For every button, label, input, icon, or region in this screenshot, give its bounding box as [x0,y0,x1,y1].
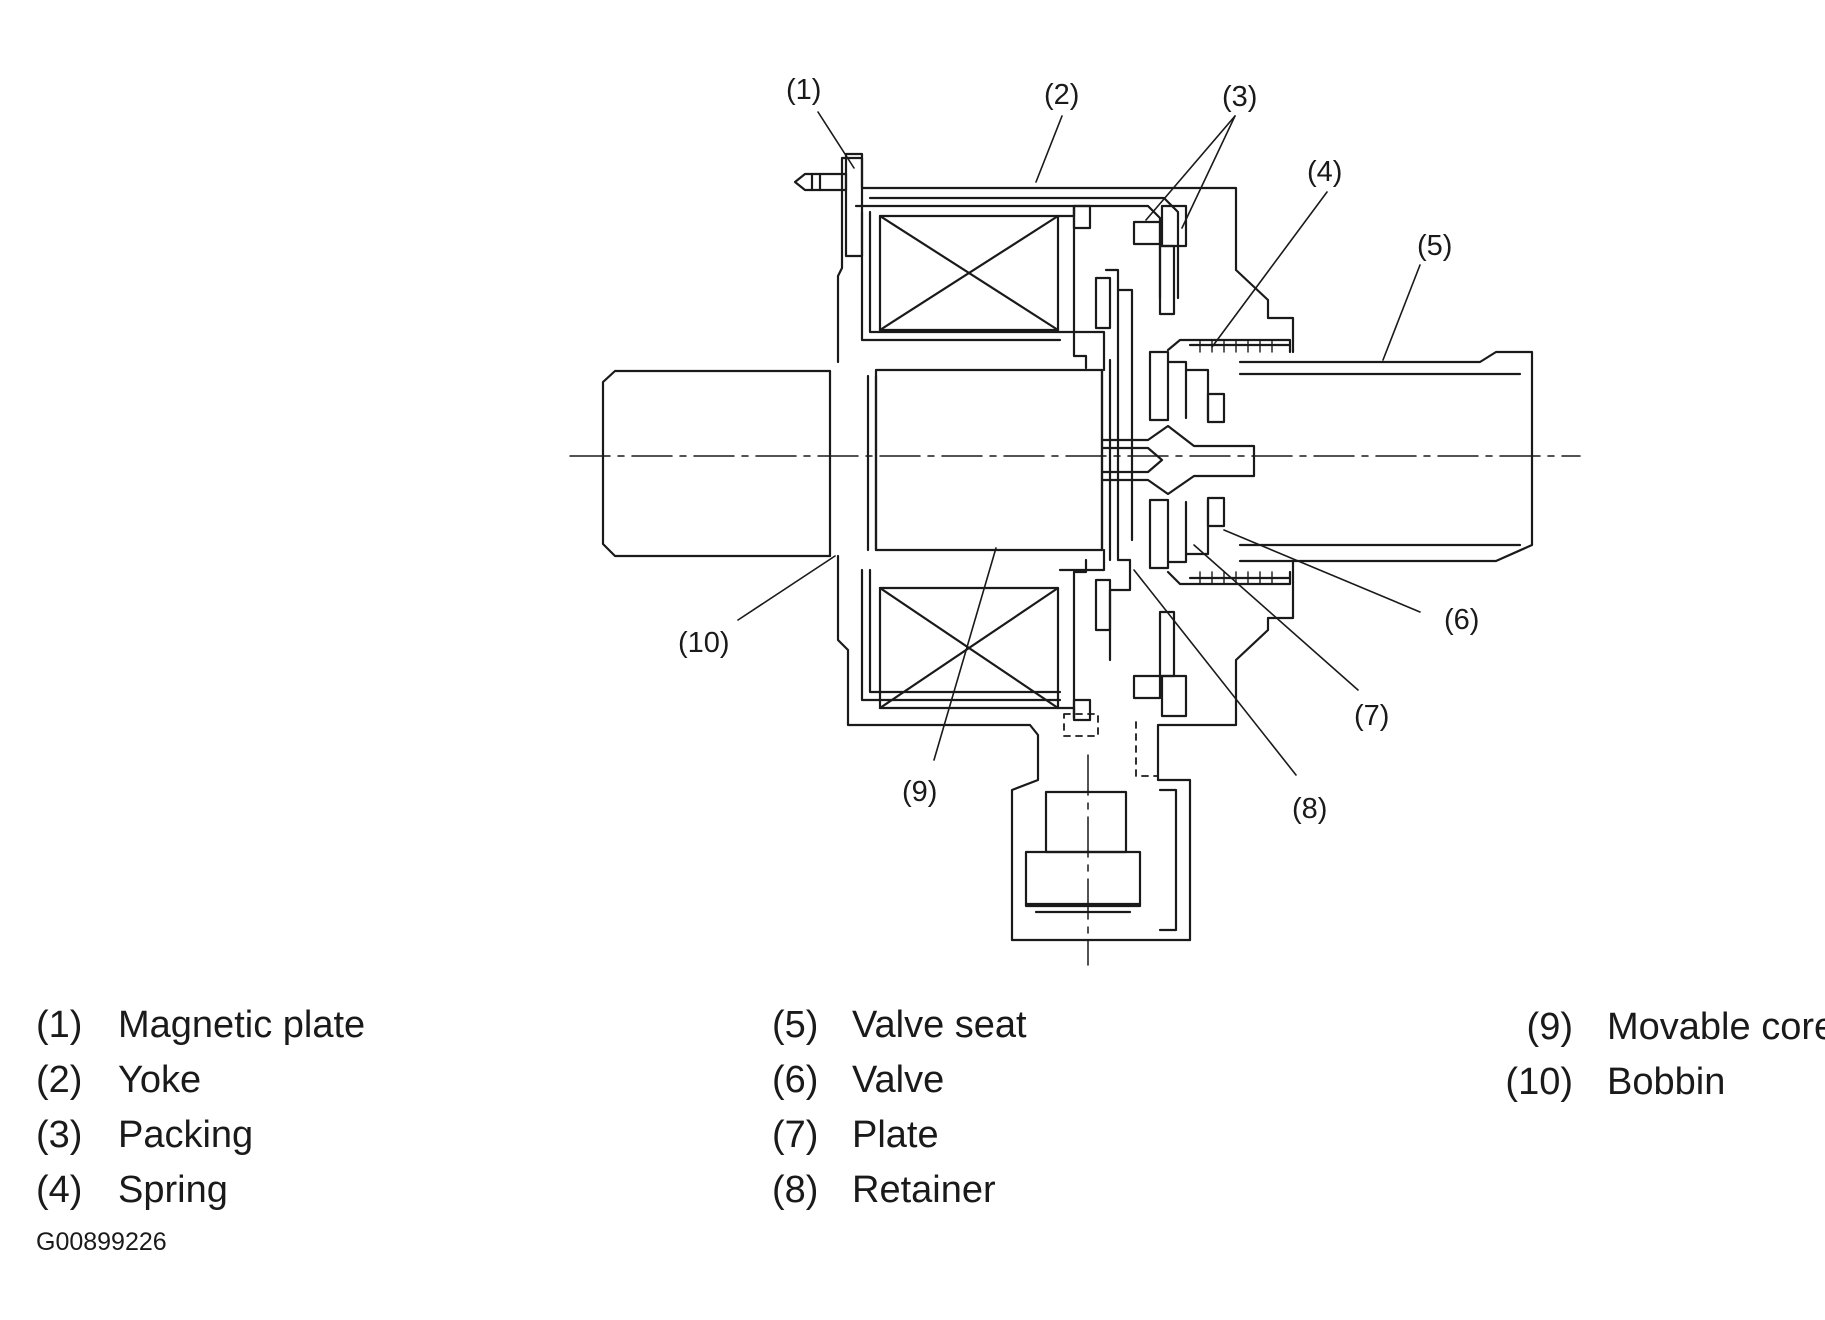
valve-and-plate [1148,350,1226,570]
legend-number: (1) [36,1004,83,1046]
legend-item: (3) Packing [36,1108,365,1163]
legend-label: Retainer [852,1169,996,1211]
legend-number: (6) [772,1059,819,1101]
leader-10 [737,555,836,621]
leader-2 [1035,115,1063,183]
callout-5: (5) [1417,230,1452,262]
callout-7: (7) [1354,700,1389,732]
legend-column-3: (9) Movable core (10) Bobbin [1478,1000,1825,1110]
valve-cross-section-diagram: (1) (2) (3) (4) (5) (6) (7) (8) (9) (10) [569,74,1581,966]
housing-outline [836,156,1295,942]
valve-stem [1100,424,1256,496]
legend-item: (5) Valve seat [772,998,1027,1053]
callout-6: (6) [1444,604,1479,636]
legend-number: (4) [36,1169,83,1211]
leader-3a [1145,115,1236,221]
legend-column-1: (1) Magnetic plate (2) Yoke (3) Packing … [36,998,365,1218]
leader-5 [1382,264,1421,361]
callout-3: (3) [1222,81,1257,113]
centerlines [569,455,1581,966]
legend-column-2: (5) Valve seat (6) Valve (7) Plate (8) R… [772,998,1027,1218]
movable-core [874,358,1112,562]
legend-number: (9) [1526,1006,1573,1048]
leader-4 [1211,191,1328,348]
legend-item: (9) Movable core [1478,1000,1825,1055]
callout-10: (10) [678,627,730,659]
legend-number: (3) [36,1114,83,1156]
magnetic-plate [793,152,864,258]
legend-label: Magnetic plate [118,1004,366,1046]
legend-label: Bobbin [1607,1061,1726,1103]
figure-code: G00899226 [36,1228,167,1256]
spring [1166,338,1292,586]
legend-number: (2) [36,1059,83,1101]
callout-labels: (1) (2) (3) (4) (5) (6) (7) (8) (9) (10) [678,74,1479,825]
callout-2: (2) [1044,79,1079,111]
legend-label: Valve [852,1059,945,1101]
callout-9: (9) [902,776,937,808]
legend-label: Plate [852,1114,939,1156]
legend-label: Movable core [1607,1006,1825,1048]
leader-9 [933,547,997,761]
right-outlet-pipe [1238,350,1534,563]
bobbin [1058,204,1106,722]
upper-coil-winding [878,204,1076,332]
leader-6 [1223,529,1421,613]
leader-lines [737,111,1421,776]
legend-item: (4) Spring [36,1163,365,1218]
legend-label: Valve seat [852,1004,1027,1046]
legend-item: (8) Retainer [772,1163,1027,1218]
legend-label: Spring [118,1169,228,1211]
legend-item: (1) Magnetic plate [36,998,365,1053]
legend-item: (10) Bobbin [1478,1055,1825,1110]
left-inlet-pipe [601,369,878,558]
lower-coil-winding [878,586,1076,720]
legend-item: (2) Yoke [36,1053,365,1108]
callout-8: (8) [1292,793,1327,825]
leader-1 [817,111,855,169]
leader-3b [1181,115,1236,229]
leader-7 [1193,544,1359,691]
retainer [1094,268,1134,662]
callout-1: (1) [786,74,821,106]
legend-number: (8) [772,1169,819,1211]
legend-number: (7) [772,1114,819,1156]
legend-item: (6) Valve [772,1053,1027,1108]
legend-number: (5) [772,1004,819,1046]
callout-4: (4) [1307,156,1342,188]
electrical-connector [1024,713,1178,932]
leader-8 [1133,569,1297,776]
packing [1132,204,1188,718]
legend-label: Yoke [118,1059,202,1101]
legend-item: (7) Plate [772,1108,1027,1163]
legend-number: (10) [1505,1061,1573,1103]
legend-label: Packing [118,1114,254,1156]
